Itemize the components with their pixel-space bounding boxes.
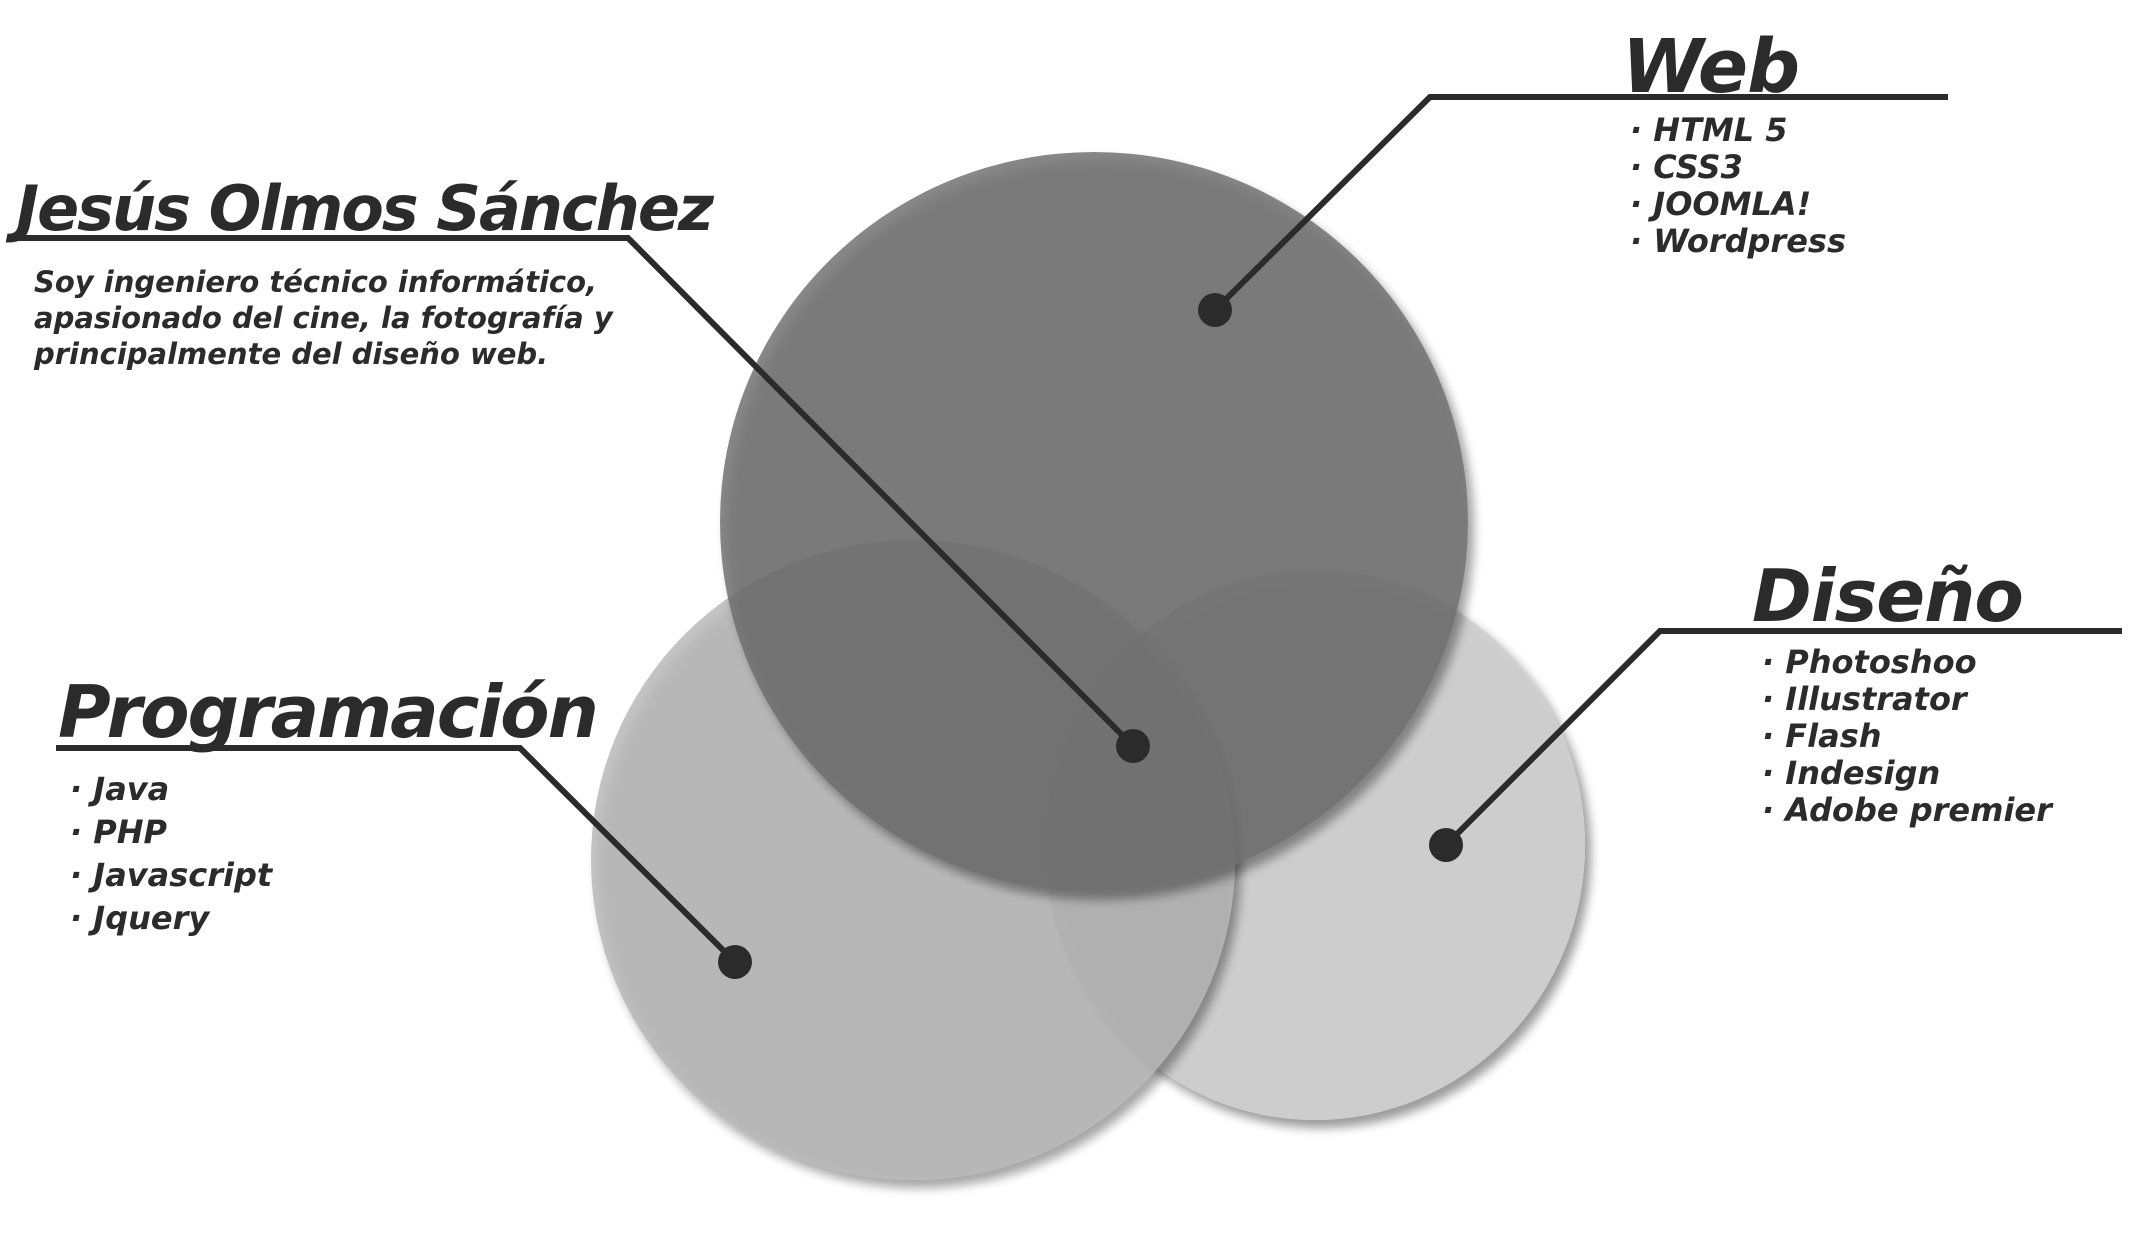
diseno-connector-line <box>1443 628 2122 848</box>
programacion-dot <box>718 945 752 979</box>
web-title: Web <box>1622 24 1800 110</box>
web-skill-list: HTML 5 CSS3 JOOMLA! Wordpress <box>1630 112 1846 260</box>
programacion-skill-item: PHP <box>70 811 272 854</box>
programacion-skill-item: Javascript <box>70 854 272 897</box>
programacion-title: Programación <box>58 670 599 754</box>
web-skill-item: JOOMLA! <box>1630 186 1846 223</box>
diseno-dot <box>1429 828 1463 862</box>
diseno-skill-list: Photoshoo Illustrator Flash Indesign Ado… <box>1762 644 2052 829</box>
bio-line: Soy ingeniero técnico informático, <box>34 265 598 299</box>
diseno-skill-item: Adobe premier <box>1762 792 2052 829</box>
programacion-skill-item: Jquery <box>70 897 272 940</box>
web-skill-item: HTML 5 <box>1630 112 1846 149</box>
web-circle <box>720 152 1468 892</box>
web-skill-item: CSS3 <box>1630 149 1846 186</box>
web-dot <box>1198 293 1232 327</box>
programacion-skill-item: Java <box>70 768 272 811</box>
diseno-skill-item: Indesign <box>1762 755 2052 792</box>
web-connector-line <box>1212 94 1948 313</box>
bio-line: apasionado del cine, la fotografía y <box>34 301 613 335</box>
programacion-connector-line <box>56 745 738 965</box>
bio-line: principalmente del diseño web. <box>34 337 549 371</box>
diseno-skill-item: Flash <box>1762 718 2052 755</box>
diseno-skill-item: Photoshoo <box>1762 644 2052 681</box>
diseno-skill-item: Illustrator <box>1762 681 2052 718</box>
profile-bio: Soy ingeniero técnico informático, apasi… <box>34 264 634 372</box>
programacion-skill-list: Java PHP Javascript Jquery <box>70 768 272 940</box>
web-skill-item: Wordpress <box>1630 223 1846 260</box>
diseno-title: Diseño <box>1752 554 2024 638</box>
profile-name: Jesús Olmos Sánchez <box>16 172 714 245</box>
name-dot <box>1116 729 1150 763</box>
name-connector-line <box>18 235 1136 749</box>
